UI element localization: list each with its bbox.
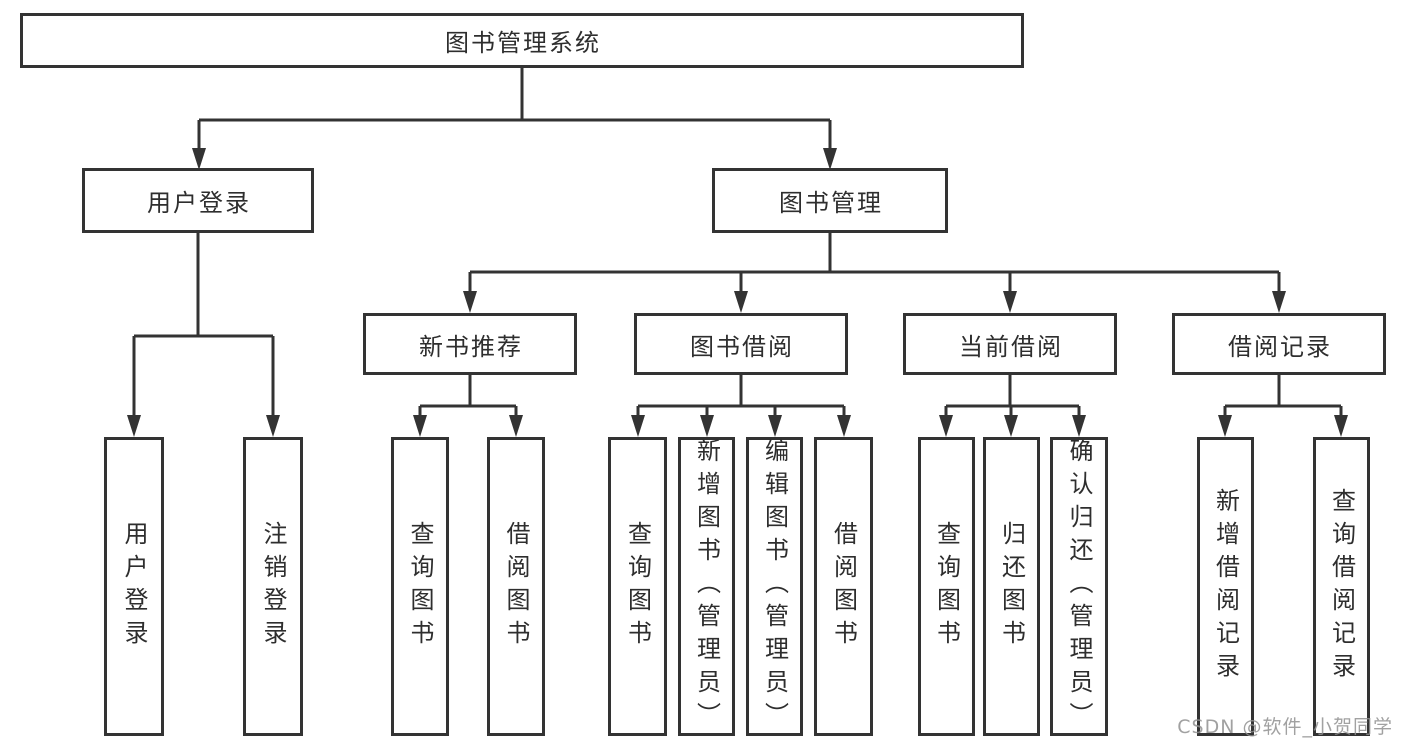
- node-user-login: 用户登录: [82, 168, 314, 233]
- node-borrowing-records: 借阅记录: [1172, 313, 1386, 375]
- watermark-text: CSDN @软件_小贺同学: [1177, 716, 1393, 738]
- node-label: 新增借阅记录: [1211, 487, 1240, 686]
- node-current-borrowing: 当前借阅: [903, 313, 1117, 375]
- node-query-books-recommend: 查询图书: [391, 437, 449, 736]
- node-new-book-recommendation: 新书推荐: [363, 313, 577, 375]
- node-label: 查询图书: [623, 520, 652, 653]
- node-query-books-current: 查询图书: [918, 437, 975, 736]
- node-add-borrow-record: 新增借阅记录: [1197, 437, 1254, 736]
- node-book-management: 图书管理: [712, 168, 948, 233]
- node-add-books-admin: 新增图书（管理员）: [678, 437, 735, 736]
- node-label: 借阅图书: [502, 520, 530, 653]
- node-borrow-books-borrowing: 借阅图书: [814, 437, 873, 736]
- node-query-borrow-record: 查询借阅记录: [1313, 437, 1370, 736]
- node-logout: 注销登录: [243, 437, 303, 736]
- node-label: 查询借阅记录: [1327, 487, 1356, 686]
- node-confirm-return-admin: 确认归还（管理员）: [1050, 437, 1108, 736]
- node-library-management-system: 图书管理系统: [20, 13, 1024, 68]
- node-label: 确认归还（管理员）: [1065, 438, 1093, 735]
- node-return-books: 归还图书: [983, 437, 1040, 736]
- node-label: 借阅图书: [829, 520, 858, 653]
- node-label: 注销登录: [259, 520, 287, 653]
- node-edit-books-admin: 编辑图书（管理员）: [746, 437, 803, 736]
- node-user-login-action: 用户登录: [104, 437, 164, 736]
- node-borrow-books-recommend: 借阅图书: [487, 437, 545, 736]
- node-query-books-borrowing: 查询图书: [608, 437, 667, 736]
- node-label: 查询图书: [932, 520, 961, 653]
- node-label: 查询图书: [406, 520, 434, 653]
- node-label: 编辑图书（管理员）: [760, 438, 789, 735]
- node-label: 归还图书: [997, 520, 1026, 653]
- node-label: 用户登录: [120, 520, 148, 653]
- node-book-borrowing: 图书借阅: [634, 313, 848, 375]
- node-label: 新增图书（管理员）: [692, 438, 721, 735]
